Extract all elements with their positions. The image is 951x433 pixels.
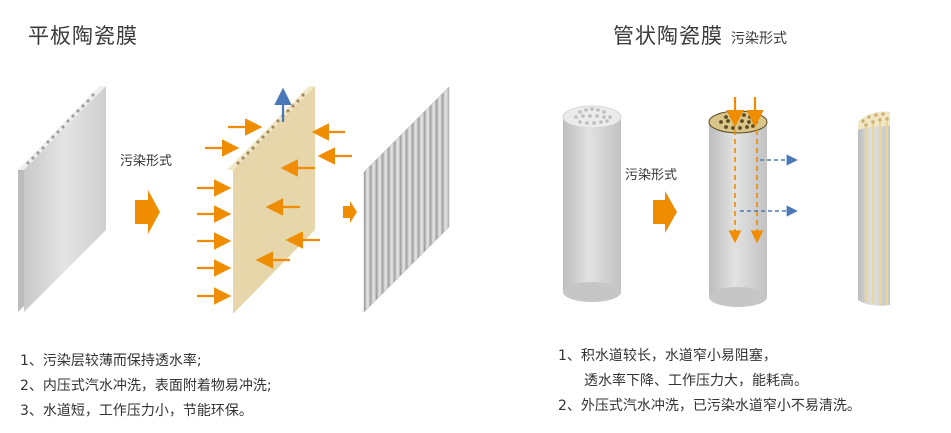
flat-note-3: 3、水道短，工作压力小，节能环保。 xyxy=(20,403,253,419)
flat-small-arrow xyxy=(343,201,357,223)
flat-note-2: 2、内压式汽水冲洗，表面附着物易冲洗; xyxy=(20,378,272,394)
tubular-membrane-title-text: 管状陶瓷膜 xyxy=(613,24,723,48)
flat-membrane-title-text: 平板陶瓷膜 xyxy=(28,24,138,48)
tubular-cutaway xyxy=(858,111,890,306)
flat-big-arrow xyxy=(135,190,160,234)
tubular-note-2: 2、外压式汽水冲洗，已污染水道窄小不易清洗。 xyxy=(558,398,861,414)
tubular-membrane-subtitle: 污染形式 xyxy=(731,31,787,47)
tubular-big-arrow xyxy=(653,191,677,233)
flat-inflow-arrows xyxy=(197,118,352,305)
tubular-fouled-tube xyxy=(708,110,768,307)
tubular-membrane-tube xyxy=(562,105,622,302)
tubular-flow-arrows xyxy=(726,97,798,244)
flat-membrane-title: 平板陶瓷膜 xyxy=(28,20,138,50)
flat-notes: 1、污染层较薄而保持透水率; 2、内压式汽水冲洗，表面附着物易冲洗; 3、水道短… xyxy=(20,349,272,424)
tubular-note-1-cont: 透水率下降、工作压力大，能耗高。 xyxy=(584,373,808,389)
flat-fouled-plate xyxy=(227,86,315,314)
flat-channel-fins xyxy=(363,86,450,313)
flat-membrane-plate xyxy=(18,86,106,312)
tubular-note-1: 1、积水道较长，水道窄小易阻塞， xyxy=(558,348,777,364)
tubular-notes: 1、积水道较长，水道窄小易阻塞， 透水率下降、工作压力大，能耗高。 2、外压式汽… xyxy=(558,344,861,419)
flat-note-1: 1、污染层较薄而保持透水率; xyxy=(20,353,202,369)
tubular-membrane-title: 管状陶瓷膜污染形式 xyxy=(613,20,787,50)
flat-fouling-label: 污染形式 xyxy=(120,154,173,169)
tubular-fouling-label: 污染形式 xyxy=(625,168,678,183)
